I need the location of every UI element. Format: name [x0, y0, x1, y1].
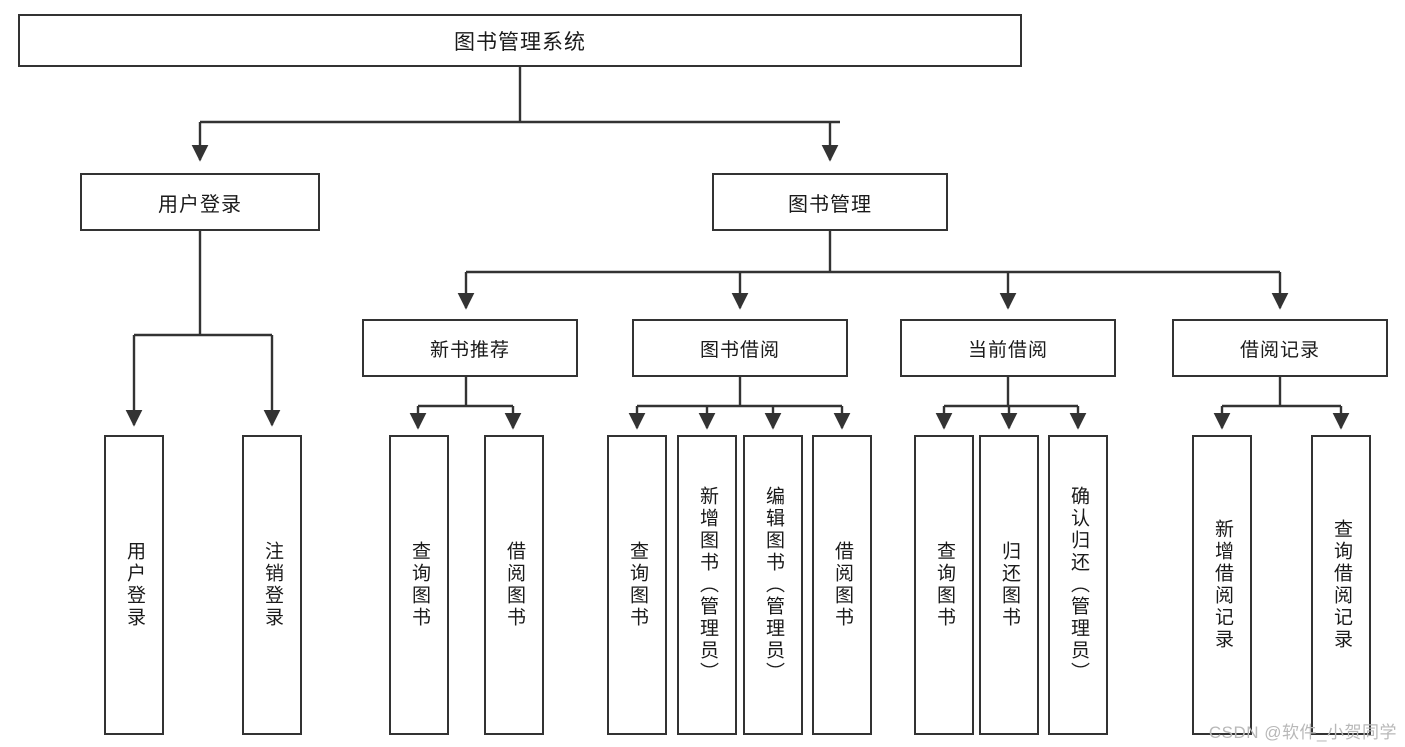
- node-borrow-record[interactable]: 借阅记录: [1172, 319, 1388, 377]
- leaf-current-confirm-return-label: 确认归还（管理员）: [1067, 486, 1089, 684]
- leaf-borrow-query-book-label: 查询图书: [626, 541, 648, 629]
- node-book-borrow[interactable]: 图书借阅: [632, 319, 848, 377]
- leaf-recommend-query-book[interactable]: 查询图书: [389, 435, 449, 735]
- leaf-borrow-edit-book-label: 编辑图书（管理员）: [762, 486, 784, 684]
- node-root-label: 图书管理系统: [454, 30, 586, 54]
- leaf-borrow-edit-book[interactable]: 编辑图书（管理员）: [743, 435, 803, 735]
- leaf-borrow-borrow-book[interactable]: 借阅图书: [812, 435, 872, 735]
- node-root[interactable]: 图书管理系统: [18, 14, 1022, 67]
- leaf-recommend-query-book-label: 查询图书: [408, 541, 430, 629]
- leaf-record-query-label: 查询借阅记录: [1330, 519, 1352, 651]
- leaf-user-login[interactable]: 用户登录: [104, 435, 164, 735]
- leaf-current-confirm-return[interactable]: 确认归还（管理员）: [1048, 435, 1108, 735]
- node-book-management-label: 图书管理: [788, 193, 872, 216]
- node-book-management[interactable]: 图书管理: [712, 173, 948, 231]
- watermark: CSDN @软件_小贺同学: [1208, 723, 1397, 742]
- node-new-book-recommend[interactable]: 新书推荐: [362, 319, 578, 377]
- leaf-user-logout-label: 注销登录: [261, 541, 283, 629]
- leaf-borrow-add-book-label: 新增图书（管理员）: [696, 486, 718, 684]
- leaf-recommend-borrow-book-label: 借阅图书: [503, 541, 525, 629]
- leaf-borrow-borrow-book-label: 借阅图书: [831, 541, 853, 629]
- leaf-record-add[interactable]: 新增借阅记录: [1192, 435, 1252, 735]
- node-new-book-recommend-label: 新书推荐: [429, 339, 510, 361]
- leaf-current-query-book[interactable]: 查询图书: [914, 435, 974, 735]
- leaf-recommend-borrow-book[interactable]: 借阅图书: [484, 435, 544, 735]
- leaf-current-query-book-label: 查询图书: [933, 541, 955, 629]
- node-user-login[interactable]: 用户登录: [80, 173, 320, 231]
- leaf-user-logout[interactable]: 注销登录: [242, 435, 302, 735]
- leaf-record-query[interactable]: 查询借阅记录: [1311, 435, 1371, 735]
- node-book-borrow-label: 图书借阅: [699, 339, 780, 361]
- leaf-record-add-label: 新增借阅记录: [1211, 519, 1233, 651]
- leaf-current-return-book-label: 归还图书: [998, 541, 1020, 629]
- node-borrow-record-label: 借阅记录: [1239, 339, 1320, 361]
- leaf-current-return-book[interactable]: 归还图书: [979, 435, 1039, 735]
- leaf-user-login-label: 用户登录: [123, 541, 145, 629]
- leaf-borrow-add-book[interactable]: 新增图书（管理员）: [677, 435, 737, 735]
- node-user-login-label: 用户登录: [158, 193, 242, 216]
- node-current-borrow[interactable]: 当前借阅: [900, 319, 1116, 377]
- node-current-borrow-label: 当前借阅: [967, 339, 1048, 361]
- leaf-borrow-query-book[interactable]: 查询图书: [607, 435, 667, 735]
